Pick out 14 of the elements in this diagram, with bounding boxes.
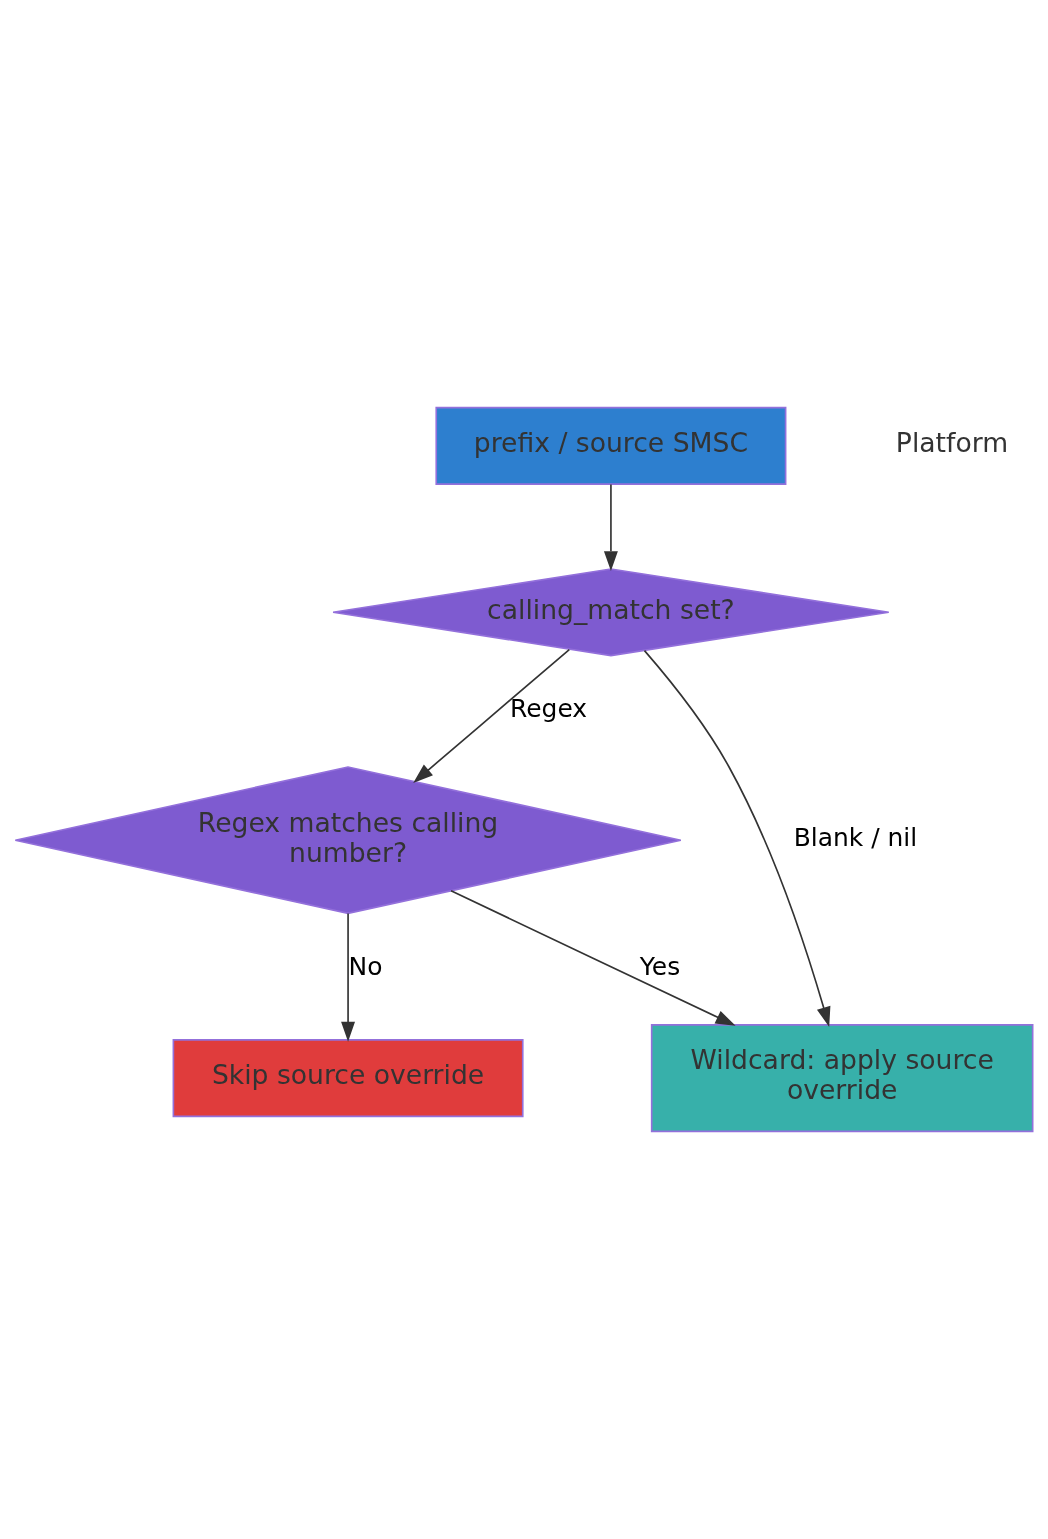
arrow — [603, 483, 618, 572]
edge-label: No — [348, 951, 383, 981]
label: Platform — [895, 427, 1009, 459]
node-box: Skip source override — [172, 1039, 524, 1118]
arrow — [643, 649, 831, 1027]
arrow — [413, 648, 571, 783]
edge-label: Regex — [510, 694, 588, 724]
node-box: Wildcard: apply source override — [650, 1024, 1034, 1133]
node-box: prefix / source SMSC — [435, 406, 787, 485]
arrow — [450, 889, 736, 1026]
edge-label: Yes — [639, 951, 681, 981]
edge-label: Blank / nil — [793, 823, 918, 853]
node-diamond: calling_match set? — [332, 568, 890, 657]
arrow — [341, 912, 356, 1042]
